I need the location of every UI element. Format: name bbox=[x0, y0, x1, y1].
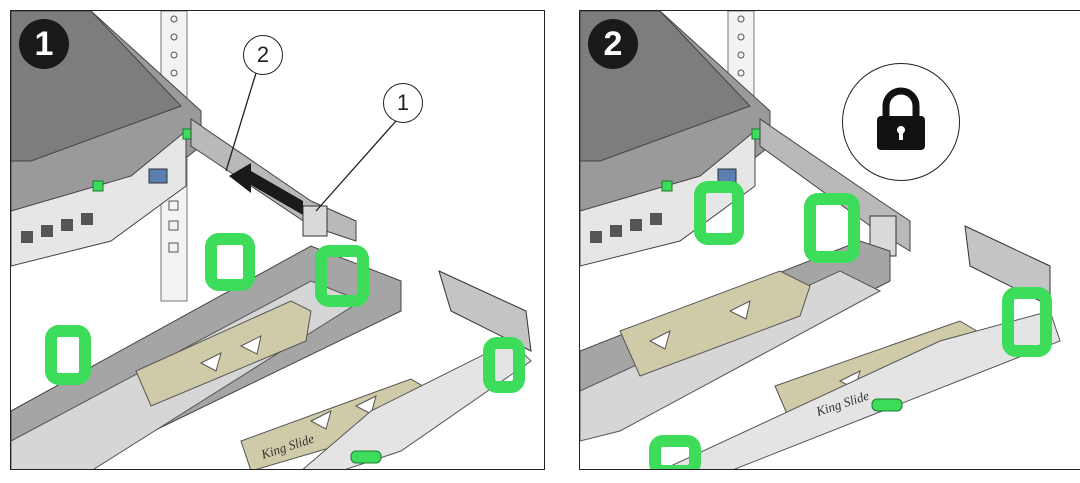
cma-connector bbox=[438, 270, 532, 352]
rear-panel bbox=[11, 129, 187, 267]
lock-indicator bbox=[842, 63, 960, 181]
release-tab bbox=[350, 450, 382, 464]
step-number-badge: 2 bbox=[588, 19, 638, 69]
step-1-panel: King Slide 1 2 1 bbox=[10, 10, 545, 470]
rear-panel bbox=[580, 129, 756, 267]
velcro-strap bbox=[45, 233, 525, 393]
step-1-illustration: King Slide bbox=[11, 11, 532, 469]
step-number-badge: 1 bbox=[19, 19, 69, 69]
cable-tray bbox=[619, 270, 811, 377]
slide-rail bbox=[190, 118, 357, 242]
callout-2-leader bbox=[225, 72, 257, 172]
lock-icon bbox=[877, 87, 925, 150]
insert-arrow bbox=[229, 163, 303, 215]
callout-1-leader bbox=[315, 120, 397, 212]
step-2-panel: King Slide 2 bbox=[579, 10, 1080, 470]
callout-1: 1 bbox=[383, 83, 423, 123]
step-2-illustration: King Slide bbox=[580, 11, 1061, 469]
cable-tray bbox=[135, 300, 312, 407]
callout-2: 2 bbox=[243, 35, 283, 75]
velcro-strap bbox=[649, 181, 1052, 469]
release-tab bbox=[871, 398, 903, 412]
